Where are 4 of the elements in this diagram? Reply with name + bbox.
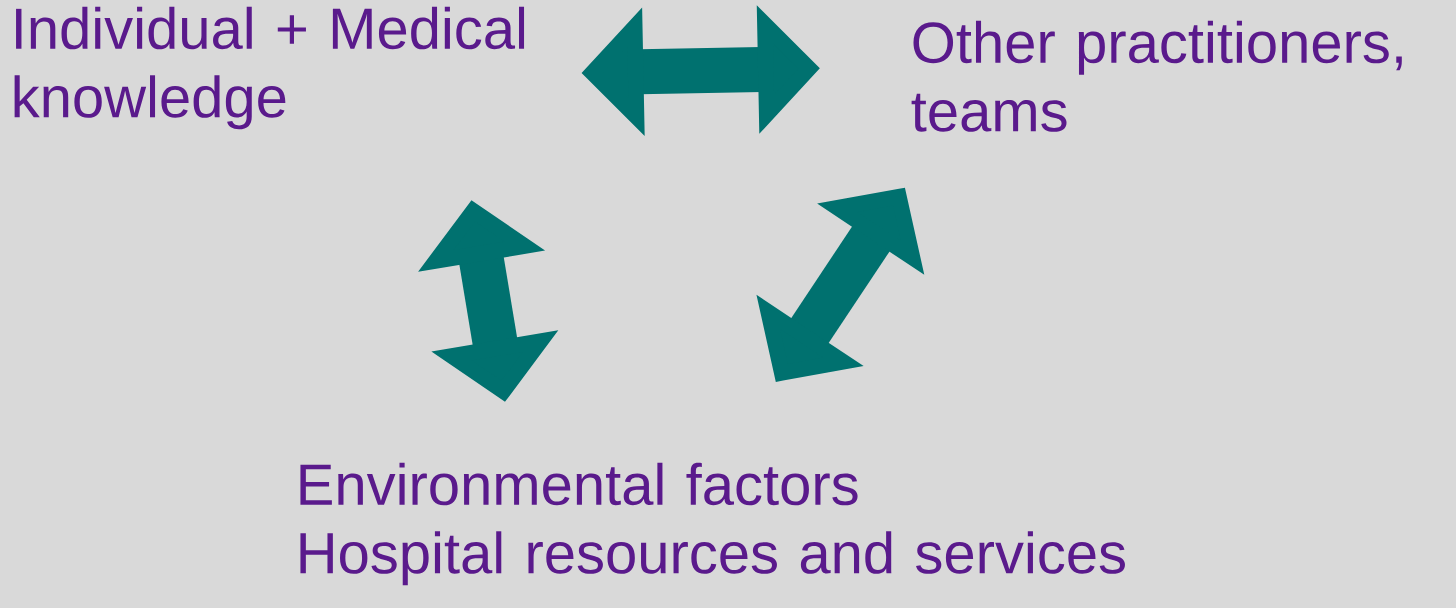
node-label: Environmental factors — [300, 462, 858, 506]
node-label: Other practitioners, teams — [911, 20, 1402, 132]
node-label: Hospital resources and services — [300, 531, 1125, 586]
node-label: Individual + Medical knowledge — [14, 6, 525, 130]
